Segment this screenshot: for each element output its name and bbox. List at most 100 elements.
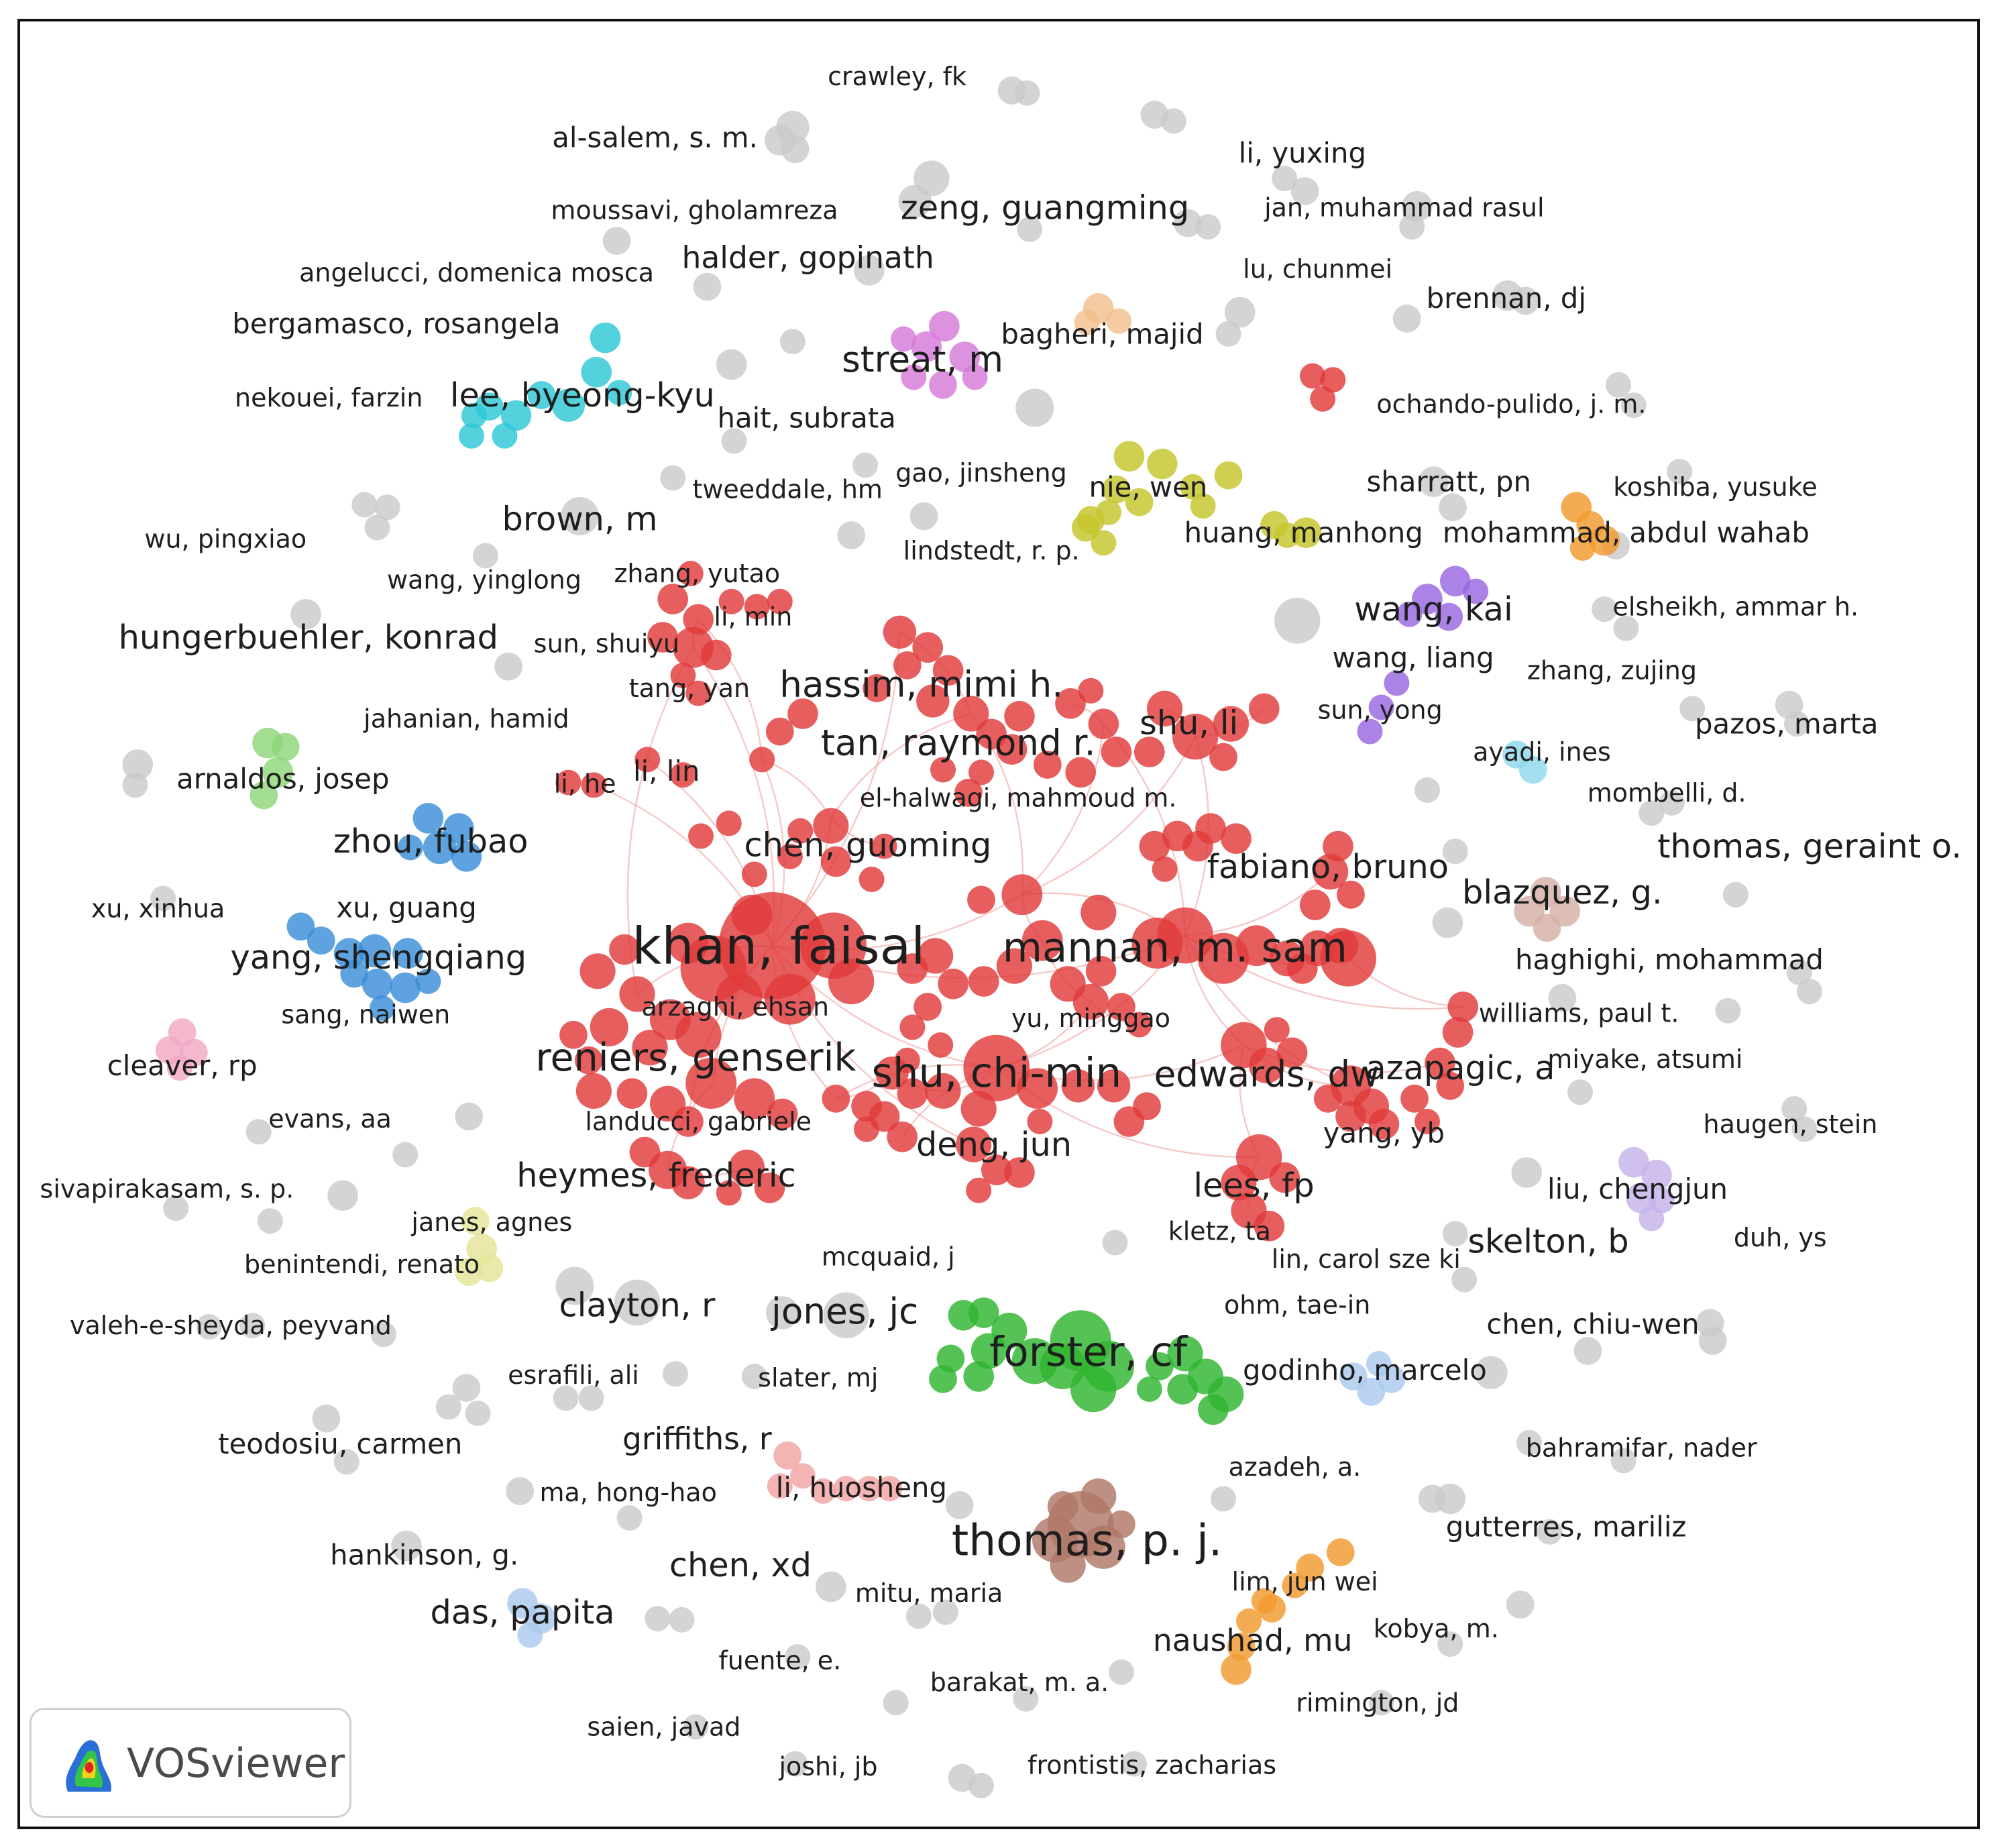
author-node[interactable] xyxy=(472,543,498,569)
author-label[interactable]: pazos, marta xyxy=(1695,708,1879,741)
author-node[interactable] xyxy=(1442,838,1468,865)
author-label[interactable]: wang, yinglong xyxy=(387,565,581,595)
author-node[interactable] xyxy=(392,938,423,969)
author-label[interactable]: edwards, dw xyxy=(1154,1054,1380,1095)
author-node[interactable] xyxy=(1221,1654,1252,1685)
author-label[interactable]: zeng, guangming xyxy=(901,188,1189,227)
author-node[interactable] xyxy=(1323,928,1359,964)
author-node[interactable] xyxy=(883,615,917,649)
author-node[interactable] xyxy=(1033,751,1062,779)
author-node[interactable] xyxy=(475,1254,504,1283)
author-node[interactable] xyxy=(609,934,640,965)
author-node[interactable] xyxy=(461,1207,490,1236)
author-label[interactable]: azapagic, a xyxy=(1366,1048,1555,1087)
author-node[interactable] xyxy=(459,423,484,449)
author-node[interactable] xyxy=(1447,991,1478,1022)
author-node[interactable] xyxy=(837,521,866,549)
author-label[interactable]: rimington, jd xyxy=(1296,1688,1459,1717)
author-node[interactable] xyxy=(790,1463,816,1489)
author-node[interactable] xyxy=(785,1644,811,1670)
author-node[interactable] xyxy=(1442,1017,1474,1048)
author-node[interactable] xyxy=(657,584,688,614)
author-label[interactable]: clayton, r xyxy=(559,1286,716,1325)
author-node[interactable] xyxy=(1236,925,1277,967)
author-label[interactable]: williams, paul t. xyxy=(1479,999,1679,1028)
author-label[interactable]: shu, li xyxy=(1140,703,1238,742)
author-label[interactable]: shu, chi-min xyxy=(871,1050,1121,1097)
author-node[interactable] xyxy=(683,604,714,635)
author-node[interactable] xyxy=(1786,959,1812,985)
author-node[interactable] xyxy=(1659,790,1685,816)
author-node[interactable] xyxy=(877,1476,903,1502)
author-label[interactable]: griffiths, r xyxy=(622,1421,772,1457)
author-node[interactable] xyxy=(1474,1356,1508,1389)
author-node[interactable] xyxy=(1368,1690,1394,1716)
author-node[interactable] xyxy=(1078,677,1104,704)
author-node[interactable] xyxy=(1080,1478,1117,1515)
author-node[interactable] xyxy=(749,747,775,773)
author-label[interactable]: duh, ys xyxy=(1734,1223,1827,1252)
author-node[interactable] xyxy=(929,1364,957,1393)
author-node[interactable] xyxy=(1537,1519,1563,1545)
author-node[interactable] xyxy=(1224,296,1256,328)
author-node[interactable] xyxy=(415,969,441,994)
author-node[interactable] xyxy=(634,747,661,773)
author-node[interactable] xyxy=(930,757,956,783)
author-label[interactable]: teodosiu, carmen xyxy=(218,1427,462,1460)
author-node[interactable] xyxy=(163,1195,189,1221)
author-node[interactable] xyxy=(1017,1068,1058,1109)
author-node[interactable] xyxy=(1300,363,1325,389)
author-node[interactable] xyxy=(856,1476,882,1502)
author-node[interactable] xyxy=(1323,830,1353,862)
author-label[interactable]: fabiano, bruno xyxy=(1207,847,1449,886)
author-node[interactable] xyxy=(1368,1109,1400,1140)
author-label[interactable]: hankinson, g. xyxy=(330,1539,518,1572)
author-label[interactable]: xu, xinhua xyxy=(91,894,225,924)
author-label[interactable]: li, he xyxy=(554,769,616,799)
author-label[interactable]: huang, manhong xyxy=(1184,517,1423,549)
author-node[interactable] xyxy=(1121,1751,1147,1777)
author-node[interactable] xyxy=(1418,466,1449,497)
author-node[interactable] xyxy=(527,381,556,409)
author-node[interactable] xyxy=(721,428,747,454)
author-node[interactable] xyxy=(1641,1160,1672,1191)
author-node[interactable] xyxy=(555,769,581,796)
author-node[interactable] xyxy=(968,966,999,997)
author-node[interactable] xyxy=(1290,177,1319,205)
author-node[interactable] xyxy=(863,674,891,702)
author-node[interactable] xyxy=(912,632,943,663)
author-node[interactable] xyxy=(683,1714,709,1740)
author-node[interactable] xyxy=(1463,578,1489,604)
author-node[interactable] xyxy=(249,781,278,810)
author-node[interactable] xyxy=(871,833,897,859)
author-label[interactable]: hungerbuehler, konrad xyxy=(119,618,498,657)
author-label[interactable]: ochando-pulido, j. m. xyxy=(1376,389,1646,419)
author-node[interactable] xyxy=(968,759,994,785)
author-label[interactable]: elsheikh, ammar h. xyxy=(1613,592,1858,621)
author-node[interactable] xyxy=(765,1296,799,1329)
author-label[interactable]: tang, yan xyxy=(629,673,750,703)
author-node[interactable] xyxy=(286,912,315,941)
author-node[interactable] xyxy=(767,588,793,614)
author-node[interactable] xyxy=(773,1441,802,1470)
author-node[interactable] xyxy=(854,1116,879,1142)
author-node[interactable] xyxy=(852,452,879,478)
author-node[interactable] xyxy=(1357,718,1383,745)
author-node[interactable] xyxy=(663,1361,688,1387)
author-label[interactable]: halder, gopinath xyxy=(681,239,934,275)
author-node[interactable] xyxy=(667,922,709,964)
author-node[interactable] xyxy=(1506,1590,1535,1619)
author-label[interactable]: mcquaid, j xyxy=(822,1242,955,1271)
author-node[interactable] xyxy=(893,651,922,680)
author-label[interactable]: lee, byeong-kyu xyxy=(450,376,715,415)
author-node[interactable] xyxy=(1784,711,1810,737)
author-node[interactable] xyxy=(781,135,810,164)
author-node[interactable] xyxy=(290,599,321,630)
author-node[interactable] xyxy=(1366,1351,1392,1376)
author-node[interactable] xyxy=(553,1385,579,1411)
author-node[interactable] xyxy=(688,823,714,849)
author-node[interactable] xyxy=(1113,441,1145,472)
author-node[interactable] xyxy=(1548,983,1577,1012)
author-node[interactable] xyxy=(1251,1588,1277,1614)
author-node[interactable] xyxy=(901,364,927,390)
